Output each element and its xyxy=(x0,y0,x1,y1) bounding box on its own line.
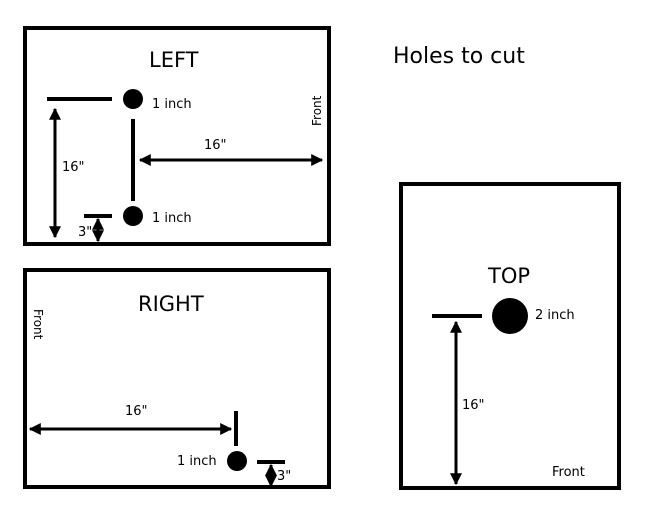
top-hole-label: 2 inch xyxy=(535,308,575,323)
right-hole xyxy=(227,451,247,471)
top-hole xyxy=(492,298,528,334)
left-small-dimension-label: 3" xyxy=(78,225,93,240)
left-panel-title: LEFT xyxy=(149,48,199,72)
left-hole-bottom xyxy=(123,206,143,226)
right-front-label: Front xyxy=(31,309,45,340)
top-front-label: Front xyxy=(552,465,585,480)
top-vertical-dimension-label: 16" xyxy=(462,398,485,413)
right-panel-outline xyxy=(23,268,331,489)
page-heading: Holes to cut xyxy=(393,44,525,69)
left-hole-bottom-label: 1 inch xyxy=(152,211,192,226)
right-horizontal-dimension-label: 16" xyxy=(125,404,148,419)
left-vertical-dimension-label: 16" xyxy=(62,160,85,175)
right-panel-title: RIGHT xyxy=(138,292,204,316)
left-hole-top xyxy=(123,89,143,109)
top-panel-title: TOP xyxy=(488,264,531,288)
left-front-label: Front xyxy=(310,95,324,126)
right-small-dimension-label: 3" xyxy=(277,469,292,484)
left-horizontal-dimension-label: 16" xyxy=(204,138,227,153)
left-hole-top-label: 1 inch xyxy=(152,97,192,112)
left-panel-outline xyxy=(23,26,331,246)
top-panel-outline xyxy=(399,182,621,490)
right-hole-label: 1 inch xyxy=(177,454,217,469)
